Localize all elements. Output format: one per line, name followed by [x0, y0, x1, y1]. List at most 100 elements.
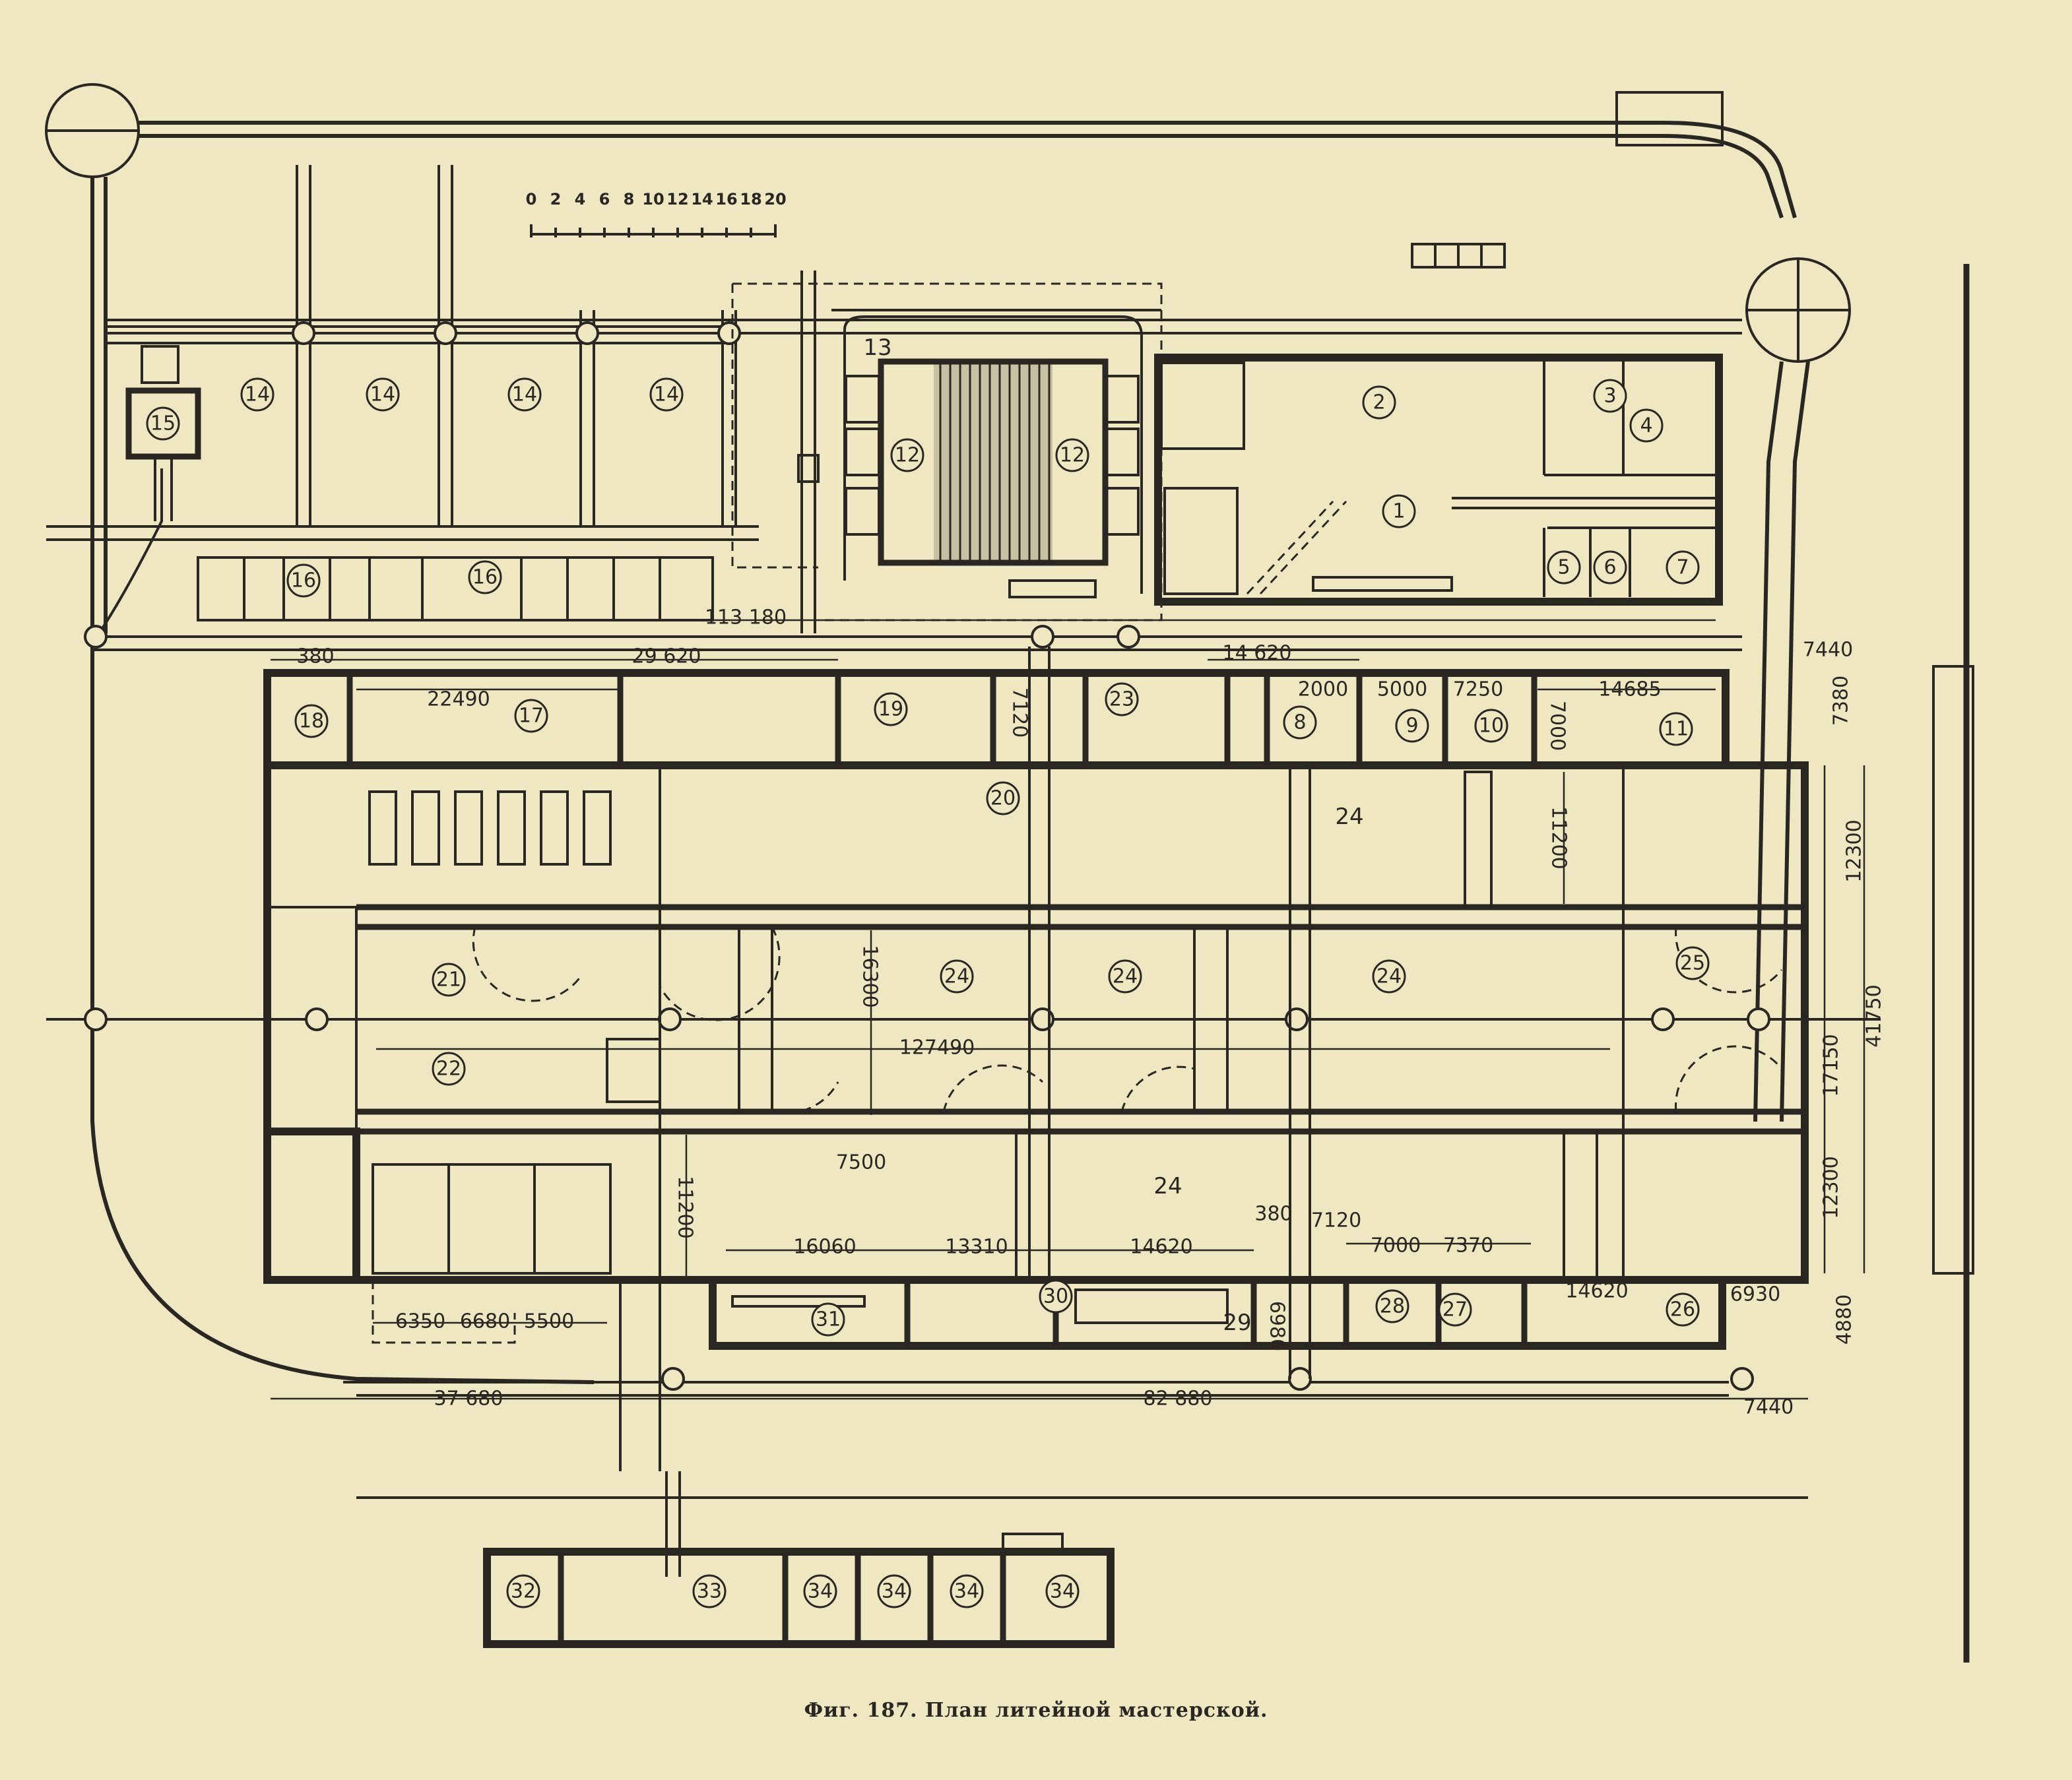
dimension-d7120b: 7120 — [1311, 1209, 1361, 1232]
room-label-24: 24 — [1335, 804, 1363, 830]
room-label-circle — [1593, 550, 1627, 585]
room-label-3: 3 — [1593, 379, 1627, 413]
room-label-12: 12 — [1055, 438, 1089, 472]
upper-annex — [263, 669, 1730, 769]
room-label-22: 22 — [432, 1052, 466, 1086]
room-label-text: 17 — [519, 705, 544, 728]
south-building — [483, 1533, 1115, 1648]
dimension-d127490: 127490 — [899, 1036, 975, 1060]
room-label-text: 23 — [1109, 688, 1134, 711]
room-label-text: 33 — [697, 1580, 722, 1603]
dimension-d17150: 17150 — [1820, 1034, 1843, 1097]
dimension-d6350: 6350 — [395, 1310, 445, 1333]
dimension-d6680: 6680 — [460, 1310, 510, 1333]
bins-16 — [197, 556, 714, 621]
room-label-7: 7 — [1666, 550, 1700, 585]
dimension-d16300: 16300 — [858, 945, 882, 1007]
dimension-d37680: 37 680 — [434, 1387, 503, 1411]
small-building-ne — [1615, 91, 1724, 146]
room-label-circle — [1283, 705, 1317, 740]
scale-tick-label: 10 — [642, 190, 664, 208]
room-label-circle — [1666, 550, 1700, 585]
room-label-text: 1 — [1392, 500, 1405, 523]
dimension-d11200a: 11200 — [1547, 806, 1570, 869]
room-label-19: 19 — [874, 692, 908, 726]
railway-west — [90, 177, 595, 1384]
room-label-circle — [506, 1574, 540, 1608]
room-label-10: 10 — [1474, 709, 1508, 743]
room-label-circle — [803, 1574, 837, 1608]
dimension-d6980: 6980 — [1266, 1301, 1289, 1351]
room-label-circle — [1474, 709, 1508, 743]
room-label-text: 10 — [1479, 715, 1504, 738]
room-label-text: 3 — [1603, 385, 1616, 408]
room-label-text: 11 — [1664, 718, 1689, 741]
scale-tick-label: 8 — [624, 190, 635, 208]
structure-15 — [125, 387, 201, 460]
room-label-text: 16 — [291, 569, 316, 592]
figure-caption: Фиг. 187. План литейной мастерской. — [804, 1699, 1268, 1722]
room-label-circle — [877, 1574, 911, 1608]
room-label-circle — [1108, 959, 1142, 994]
room-label-27: 27 — [1438, 1292, 1472, 1327]
room-label-circle — [366, 377, 400, 412]
room-label-text: 9 — [1406, 715, 1418, 738]
room-label-text: 12 — [1060, 444, 1085, 467]
scale-tick-label: 4 — [575, 190, 586, 208]
room-label-circle — [649, 377, 684, 412]
room-label-34: 34 — [1045, 1574, 1080, 1608]
dimension-d7000a: 7000 — [1546, 701, 1569, 751]
room-label-circle — [1045, 1574, 1080, 1608]
room-label-28: 28 — [1375, 1289, 1409, 1323]
room-label-34: 34 — [877, 1574, 911, 1608]
lower-annex — [709, 1276, 1726, 1350]
room-label-text: 34 — [954, 1580, 979, 1603]
dimension-d5000: 5000 — [1377, 678, 1427, 701]
room-label-text: 24 — [1376, 965, 1402, 988]
room-label-circle — [1039, 1279, 1073, 1314]
room-label-15: 15 — [146, 406, 180, 441]
room-label-text: 34 — [808, 1580, 833, 1603]
room-label-text: 24 — [1335, 804, 1363, 830]
dimension-d14620b: 14620 — [1130, 1236, 1192, 1259]
scale-tick-label: 0 — [526, 190, 537, 208]
room-label-29: 29 — [1223, 1310, 1251, 1336]
scale-tick-label: 6 — [599, 190, 610, 208]
room-label-32: 32 — [506, 1574, 540, 1608]
room-label-circle — [1666, 1292, 1700, 1327]
room-label-circle — [986, 781, 1020, 815]
dimension-d11200b: 11200 — [674, 1176, 697, 1238]
room-label-circle — [890, 438, 924, 472]
dimension-d82880: 82 880 — [1144, 1387, 1213, 1411]
dimension-d41750: 41750 — [1863, 984, 1886, 1047]
room-label-text: 30 — [1043, 1285, 1068, 1308]
room-label-16: 16 — [286, 563, 321, 598]
room-label-34: 34 — [803, 1574, 837, 1608]
room-label-text: 15 — [150, 412, 176, 435]
room-label-circle — [468, 560, 502, 594]
dimension-d7120a: 7120 — [1008, 687, 1031, 738]
dimension-d4880: 4880 — [1833, 1294, 1856, 1345]
room-label-2: 2 — [1362, 385, 1396, 420]
room-label-circle — [432, 963, 466, 997]
dimension-d7440b: 7440 — [1743, 1396, 1794, 1419]
room-label-14: 14 — [240, 377, 275, 412]
room-label-circle — [507, 377, 542, 412]
room-label-23: 23 — [1105, 682, 1139, 716]
room-label-text: 21 — [436, 969, 461, 992]
room-label-text: 18 — [299, 710, 324, 733]
building-12 — [731, 270, 1163, 633]
room-label-circle — [1362, 385, 1396, 420]
room-label-24: 24 — [1108, 959, 1142, 994]
room-label-8: 8 — [1283, 705, 1317, 740]
room-label-33: 33 — [692, 1574, 727, 1608]
room-label-circle — [1375, 1289, 1409, 1323]
small-structure-top — [1411, 243, 1506, 269]
room-label-circle — [1675, 946, 1710, 980]
dimension-d7000b: 7000 — [1371, 1234, 1421, 1257]
room-label-30: 30 — [1039, 1279, 1073, 1314]
room-label-text: 8 — [1293, 711, 1306, 734]
room-label-text: 25 — [1680, 952, 1705, 975]
